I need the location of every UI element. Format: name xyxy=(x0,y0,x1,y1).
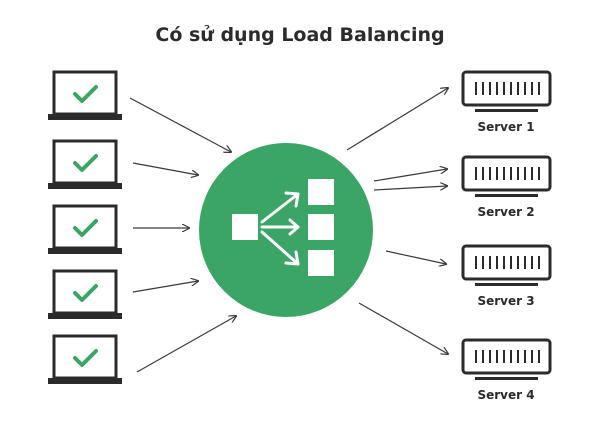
arrow-server-3 xyxy=(385,250,446,264)
diagram-title: Có sử dụng Load Balancing xyxy=(155,24,445,46)
laptop-check-icon xyxy=(48,204,122,254)
load-balancer-icon xyxy=(232,179,334,276)
load-balancer xyxy=(199,143,373,317)
arrow-server-1 xyxy=(346,88,448,151)
arrow-server-2a xyxy=(373,169,447,182)
server-label: Server 3 xyxy=(477,294,534,308)
server-icon xyxy=(461,70,552,112)
arrow-client-1 xyxy=(129,97,231,152)
laptop-check-icon xyxy=(48,70,122,120)
client-laptop-2 xyxy=(48,139,122,189)
arrow-client-2 xyxy=(132,162,198,175)
arrow-client-5 xyxy=(136,316,236,373)
server-3: Server 3 xyxy=(461,244,552,308)
client-laptop-3 xyxy=(48,204,122,254)
arrow-server-4 xyxy=(358,302,448,354)
server-arrows xyxy=(346,88,448,354)
server-icon xyxy=(461,155,552,197)
client-laptop-4 xyxy=(48,269,122,319)
laptop-check-icon xyxy=(48,334,122,384)
server-2: Server 2 xyxy=(461,155,552,219)
server-label: Server 2 xyxy=(477,205,534,219)
server-label: Server 4 xyxy=(477,388,534,402)
server-label: Server 1 xyxy=(477,120,534,134)
arrow-server-2b xyxy=(373,186,447,191)
server-4: Server 4 xyxy=(461,338,552,402)
laptop-check-icon xyxy=(48,139,122,189)
server-icon xyxy=(461,338,552,380)
client-laptop-1 xyxy=(48,70,122,120)
client-laptop-5 xyxy=(48,334,122,384)
client-arrows xyxy=(129,97,236,373)
laptop-check-icon xyxy=(48,269,122,319)
arrow-client-4 xyxy=(132,281,198,293)
server-1: Server 1 xyxy=(461,70,552,134)
server-icon xyxy=(461,244,552,286)
